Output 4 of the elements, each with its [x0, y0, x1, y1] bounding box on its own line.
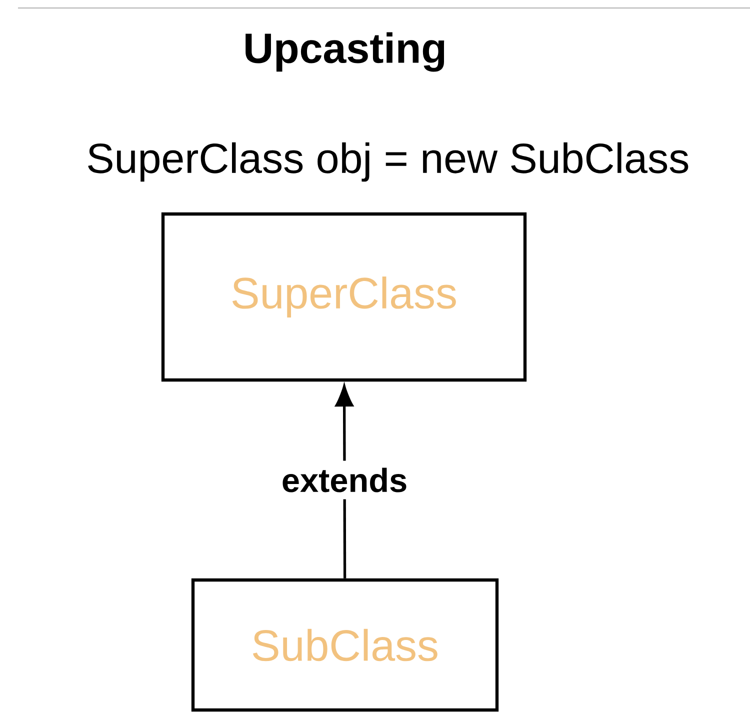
class-box: SuperClass — [161, 212, 527, 382]
edge-label: extends — [282, 468, 406, 492]
title: Upcasting — [246, 32, 444, 72]
class-box: SubClass — [191, 578, 499, 712]
